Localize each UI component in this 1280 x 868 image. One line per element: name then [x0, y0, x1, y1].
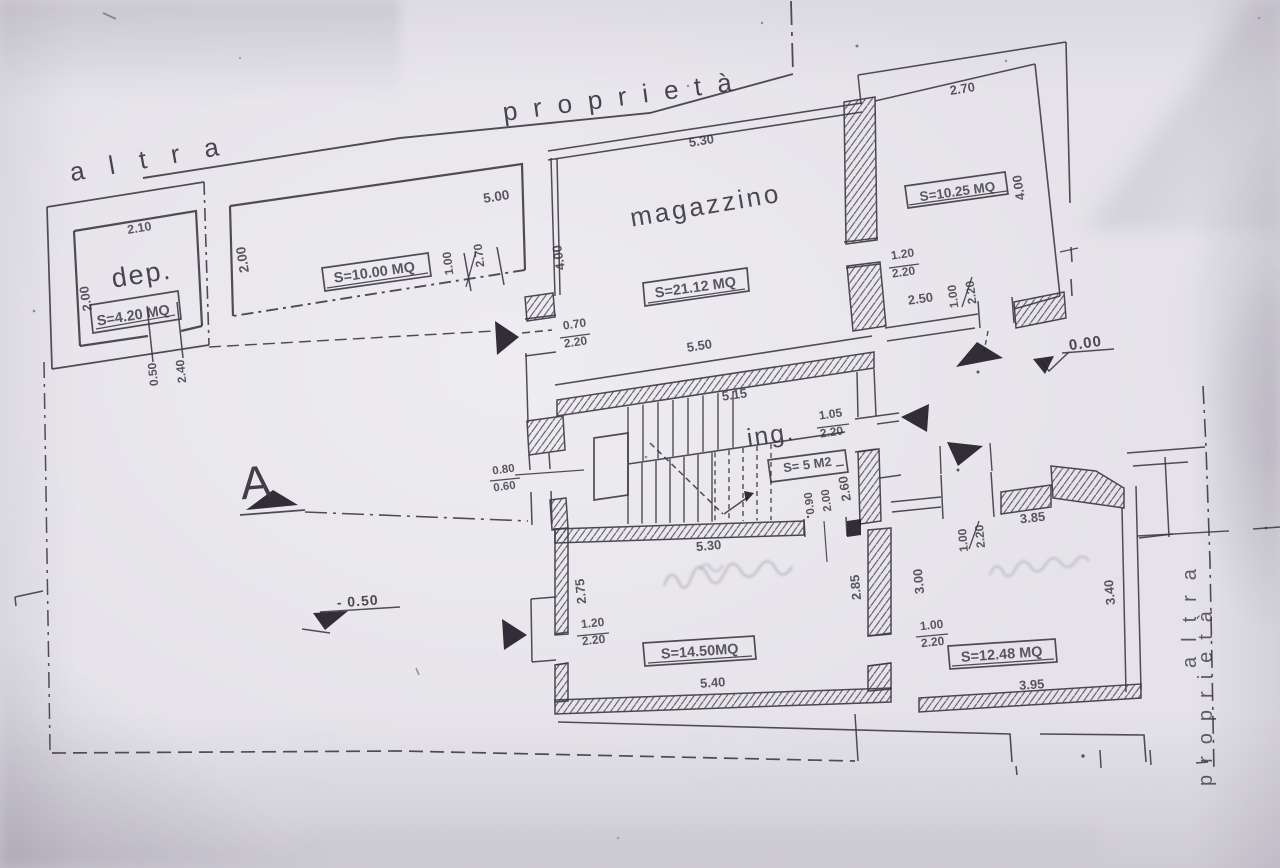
- paper-grain: [0, 0, 1280, 868]
- scanned-floorplan-photo: altra proprietà altra proprietà A 0.00 -…: [0, 0, 1280, 868]
- floorplan-drawing: altra proprietà altra proprietà A 0.00 -…: [0, 0, 1280, 868]
